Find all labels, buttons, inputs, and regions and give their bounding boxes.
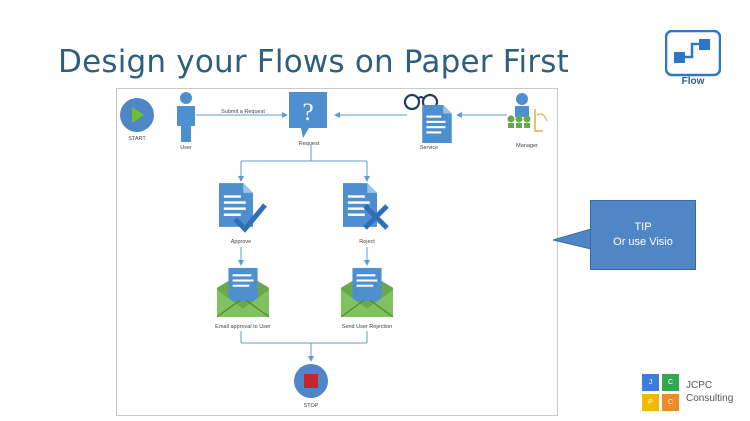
request-label: Request bbox=[298, 141, 320, 147]
flow-logo-icon bbox=[665, 30, 721, 77]
glasses-icon bbox=[403, 93, 439, 111]
company-name-line2: Consulting bbox=[686, 393, 734, 404]
start-node bbox=[120, 98, 154, 132]
send-rejection-label: Send User Rejection bbox=[341, 324, 393, 330]
reject-label: Reject bbox=[359, 239, 375, 245]
slide-title: Design your Flows on Paper First bbox=[58, 44, 569, 80]
logo-tile-p: P bbox=[642, 394, 659, 411]
envelope-icon bbox=[217, 267, 269, 318]
approve-check-icon bbox=[233, 203, 267, 233]
logo-tile-c1: C bbox=[662, 374, 679, 391]
envelope-icon bbox=[341, 267, 393, 318]
stop-label: STOP bbox=[303, 403, 319, 409]
tip-title: TIP bbox=[634, 221, 652, 233]
stop-node bbox=[294, 364, 328, 398]
approve-label: Approve bbox=[230, 239, 252, 245]
flow-diagram: ? bbox=[116, 88, 558, 416]
start-label: START bbox=[128, 136, 146, 142]
user-label: User bbox=[180, 145, 192, 151]
user-icon bbox=[177, 92, 195, 142]
manager-label: Manager bbox=[516, 143, 538, 149]
svg-text:?: ? bbox=[302, 99, 313, 126]
tip-callout: TIP Or use Visio bbox=[590, 200, 696, 270]
question-icon: ? bbox=[289, 92, 327, 138]
manager-group-icon bbox=[507, 93, 548, 132]
logo-tile-j: J bbox=[642, 374, 659, 391]
submit-request-label: Submit a Request bbox=[221, 109, 265, 115]
tip-pointer bbox=[553, 229, 592, 250]
tip-text: Or use Visio bbox=[613, 236, 673, 248]
reject-x-icon bbox=[363, 204, 389, 230]
email-approval-label: Email approval to User bbox=[215, 324, 271, 330]
service-label: Service bbox=[419, 145, 439, 151]
logo-tile-c2: C bbox=[662, 394, 679, 411]
company-name-line1: JCPC bbox=[686, 380, 713, 391]
stop-icon bbox=[304, 374, 318, 388]
connectors bbox=[196, 112, 507, 362]
diagram-canvas: ? bbox=[120, 92, 548, 398]
company-name: JCPC Consulting bbox=[686, 379, 733, 405]
document-icon bbox=[422, 105, 452, 143]
flow-logo-label: Flow bbox=[681, 76, 705, 87]
play-icon bbox=[132, 107, 144, 123]
